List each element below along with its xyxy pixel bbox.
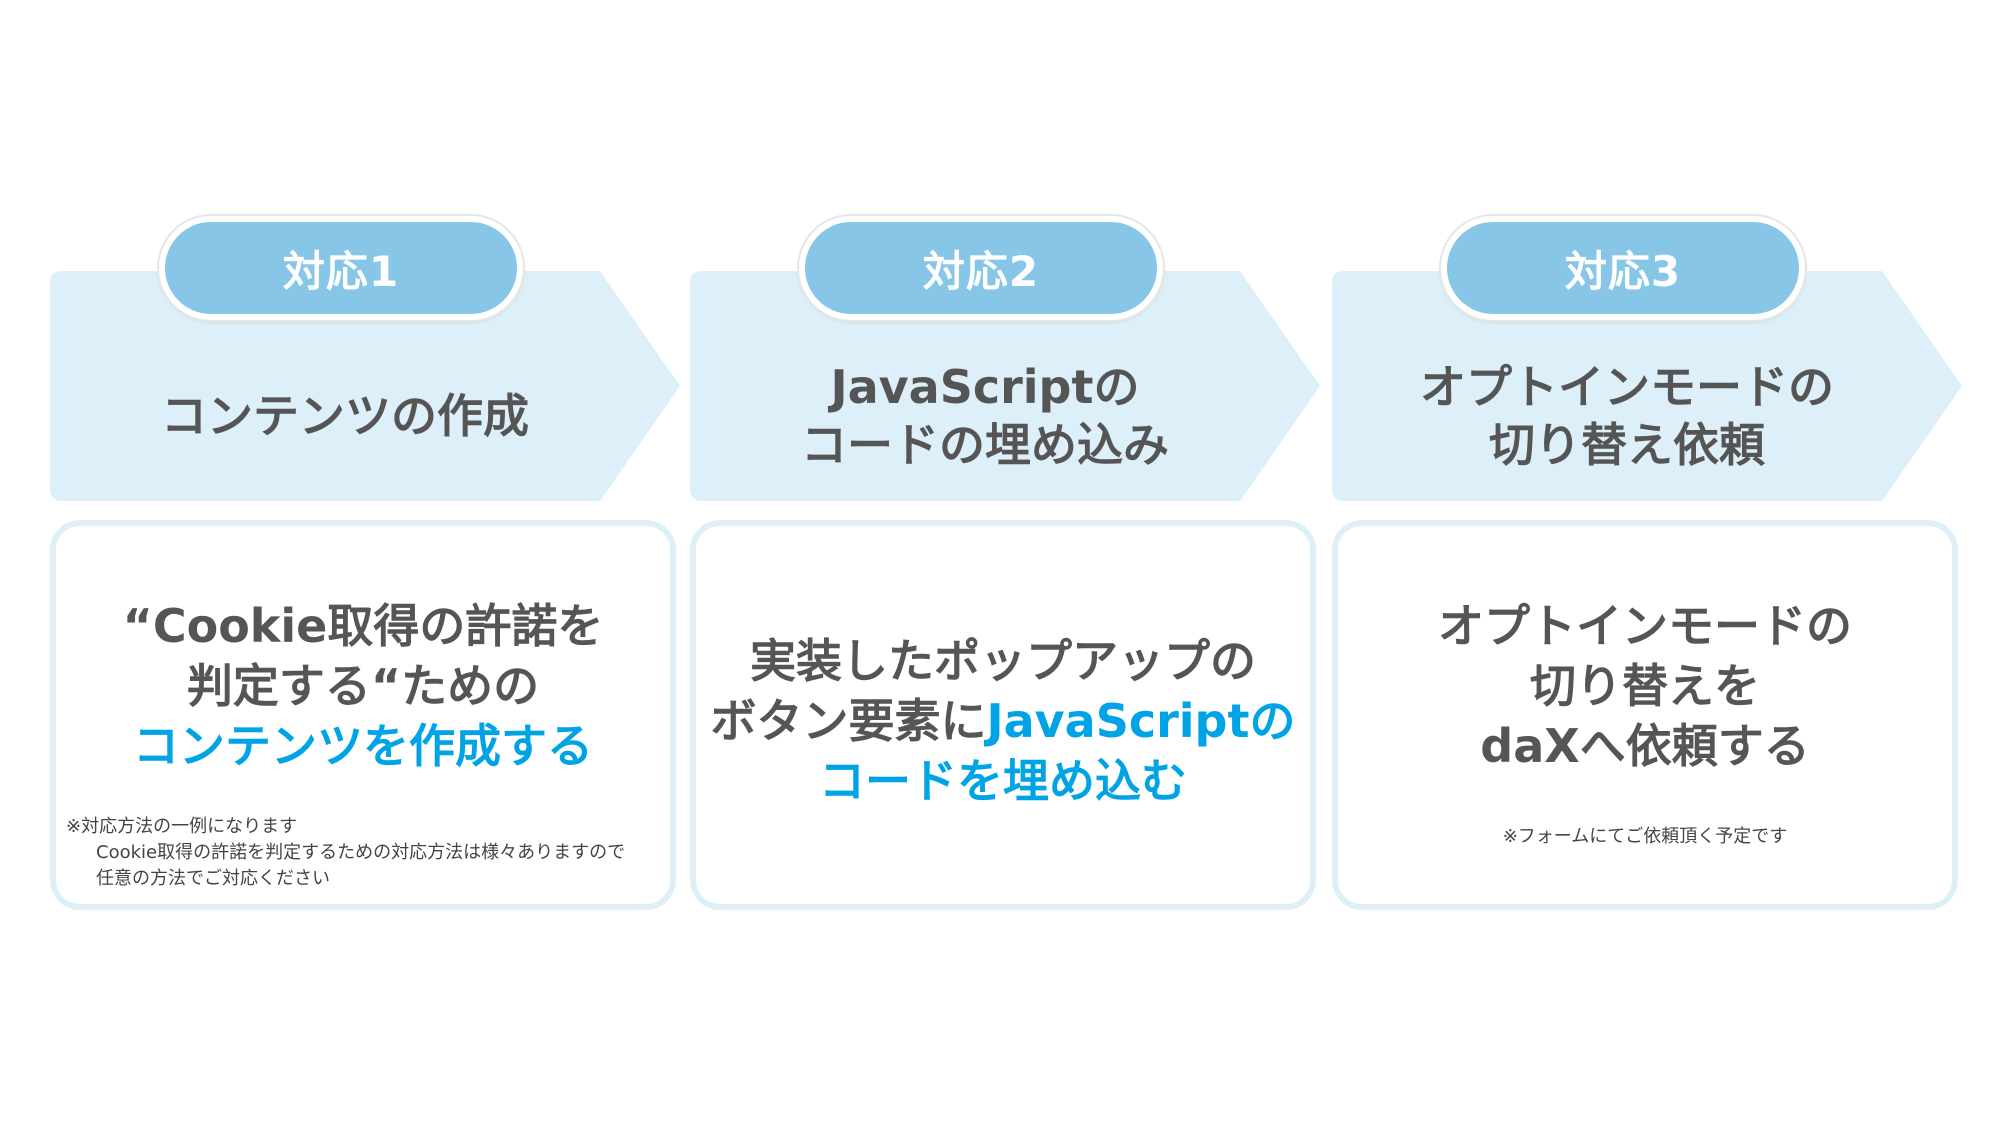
step-card: オプトインモードの 切り替えを daXへ依頼する ※フォームにてご依頼頂く予定で… xyxy=(1332,520,1958,910)
card-body-line: “Cookie取得の許諾を xyxy=(122,599,604,653)
card-body-line: 切り替えを xyxy=(1530,659,1760,713)
step-3: 対応3 オプトインモードの 切り替え依頼 オプトインモードの 切り替えを daX… xyxy=(1332,216,1962,916)
step-badge: 対応2 xyxy=(799,216,1163,320)
step-card: “Cookie取得の許諾を 判定する“ための コンテンツを作成する ※対応方法の… xyxy=(50,520,676,910)
step-title-line: コンテンツの作成 xyxy=(161,389,529,443)
step-title-line: 切り替え依頼 xyxy=(1489,418,1765,472)
step-1: 対応1 コンテンツの作成 “Cookie取得の許諾を 判定する“ための コンテン… xyxy=(50,216,680,916)
card-body-line: daXへ依頼する xyxy=(1480,719,1810,773)
card-body-line: 判定する“ための xyxy=(186,659,540,713)
note-line: Cookie取得の許諾を判定するための対応方法は様々ありますので xyxy=(96,842,626,863)
card-body: “Cookie取得の許諾を 判定する“ための コンテンツを作成する xyxy=(56,596,670,776)
card-body-highlight: コードを埋め込む xyxy=(819,754,1187,808)
card-body: 実装したポップアップの ボタン要素にJavaScriptの コードを埋め込む xyxy=(696,631,1310,811)
card-body-text: ボタン要素に xyxy=(710,694,987,748)
card-body-line: 実装したポップアップの xyxy=(750,634,1256,688)
chevron-arrow-shape xyxy=(690,271,1320,501)
step-title-line: JavaScriptの xyxy=(830,360,1140,414)
note-line: ※対応方法の一例になります xyxy=(66,816,298,837)
step-title-line: コードの埋め込み xyxy=(801,418,1169,472)
step-badge: 対応1 xyxy=(159,216,523,320)
card-body-highlight: コンテンツを作成する xyxy=(133,719,593,773)
chevron-arrow-shape xyxy=(50,271,680,501)
card-body-line: ボタン要素にJavaScriptの xyxy=(711,691,1296,751)
step-title: コンテンツの作成 xyxy=(50,271,640,501)
step-title-line: オプトインモードの xyxy=(1420,360,1834,414)
step-2: 対応2 JavaScriptの コードの埋め込み 実装したポップアップの ボタン… xyxy=(690,216,1320,916)
note-line: 任意の方法でご対応ください xyxy=(96,868,330,889)
step-title: オプトインモードの 切り替え依頼 xyxy=(1332,271,1922,501)
chevron-arrow-shape xyxy=(1332,271,1962,501)
card-note: ※対応方法の一例になります Cookie取得の許諾を判定するための対応方法は様々… xyxy=(66,814,625,892)
step-badge: 対応3 xyxy=(1441,216,1805,320)
step-title: JavaScriptの コードの埋め込み xyxy=(690,271,1280,501)
card-body-line: オプトインモードの xyxy=(1438,599,1852,653)
card-body: オプトインモードの 切り替えを daXへ依頼する xyxy=(1338,596,1952,776)
card-body-highlight: JavaScriptの xyxy=(986,694,1296,748)
card-note: ※フォームにてご依頼頂く予定です xyxy=(1502,826,1788,847)
step-card: 実装したポップアップの ボタン要素にJavaScriptの コードを埋め込む xyxy=(690,520,1316,910)
